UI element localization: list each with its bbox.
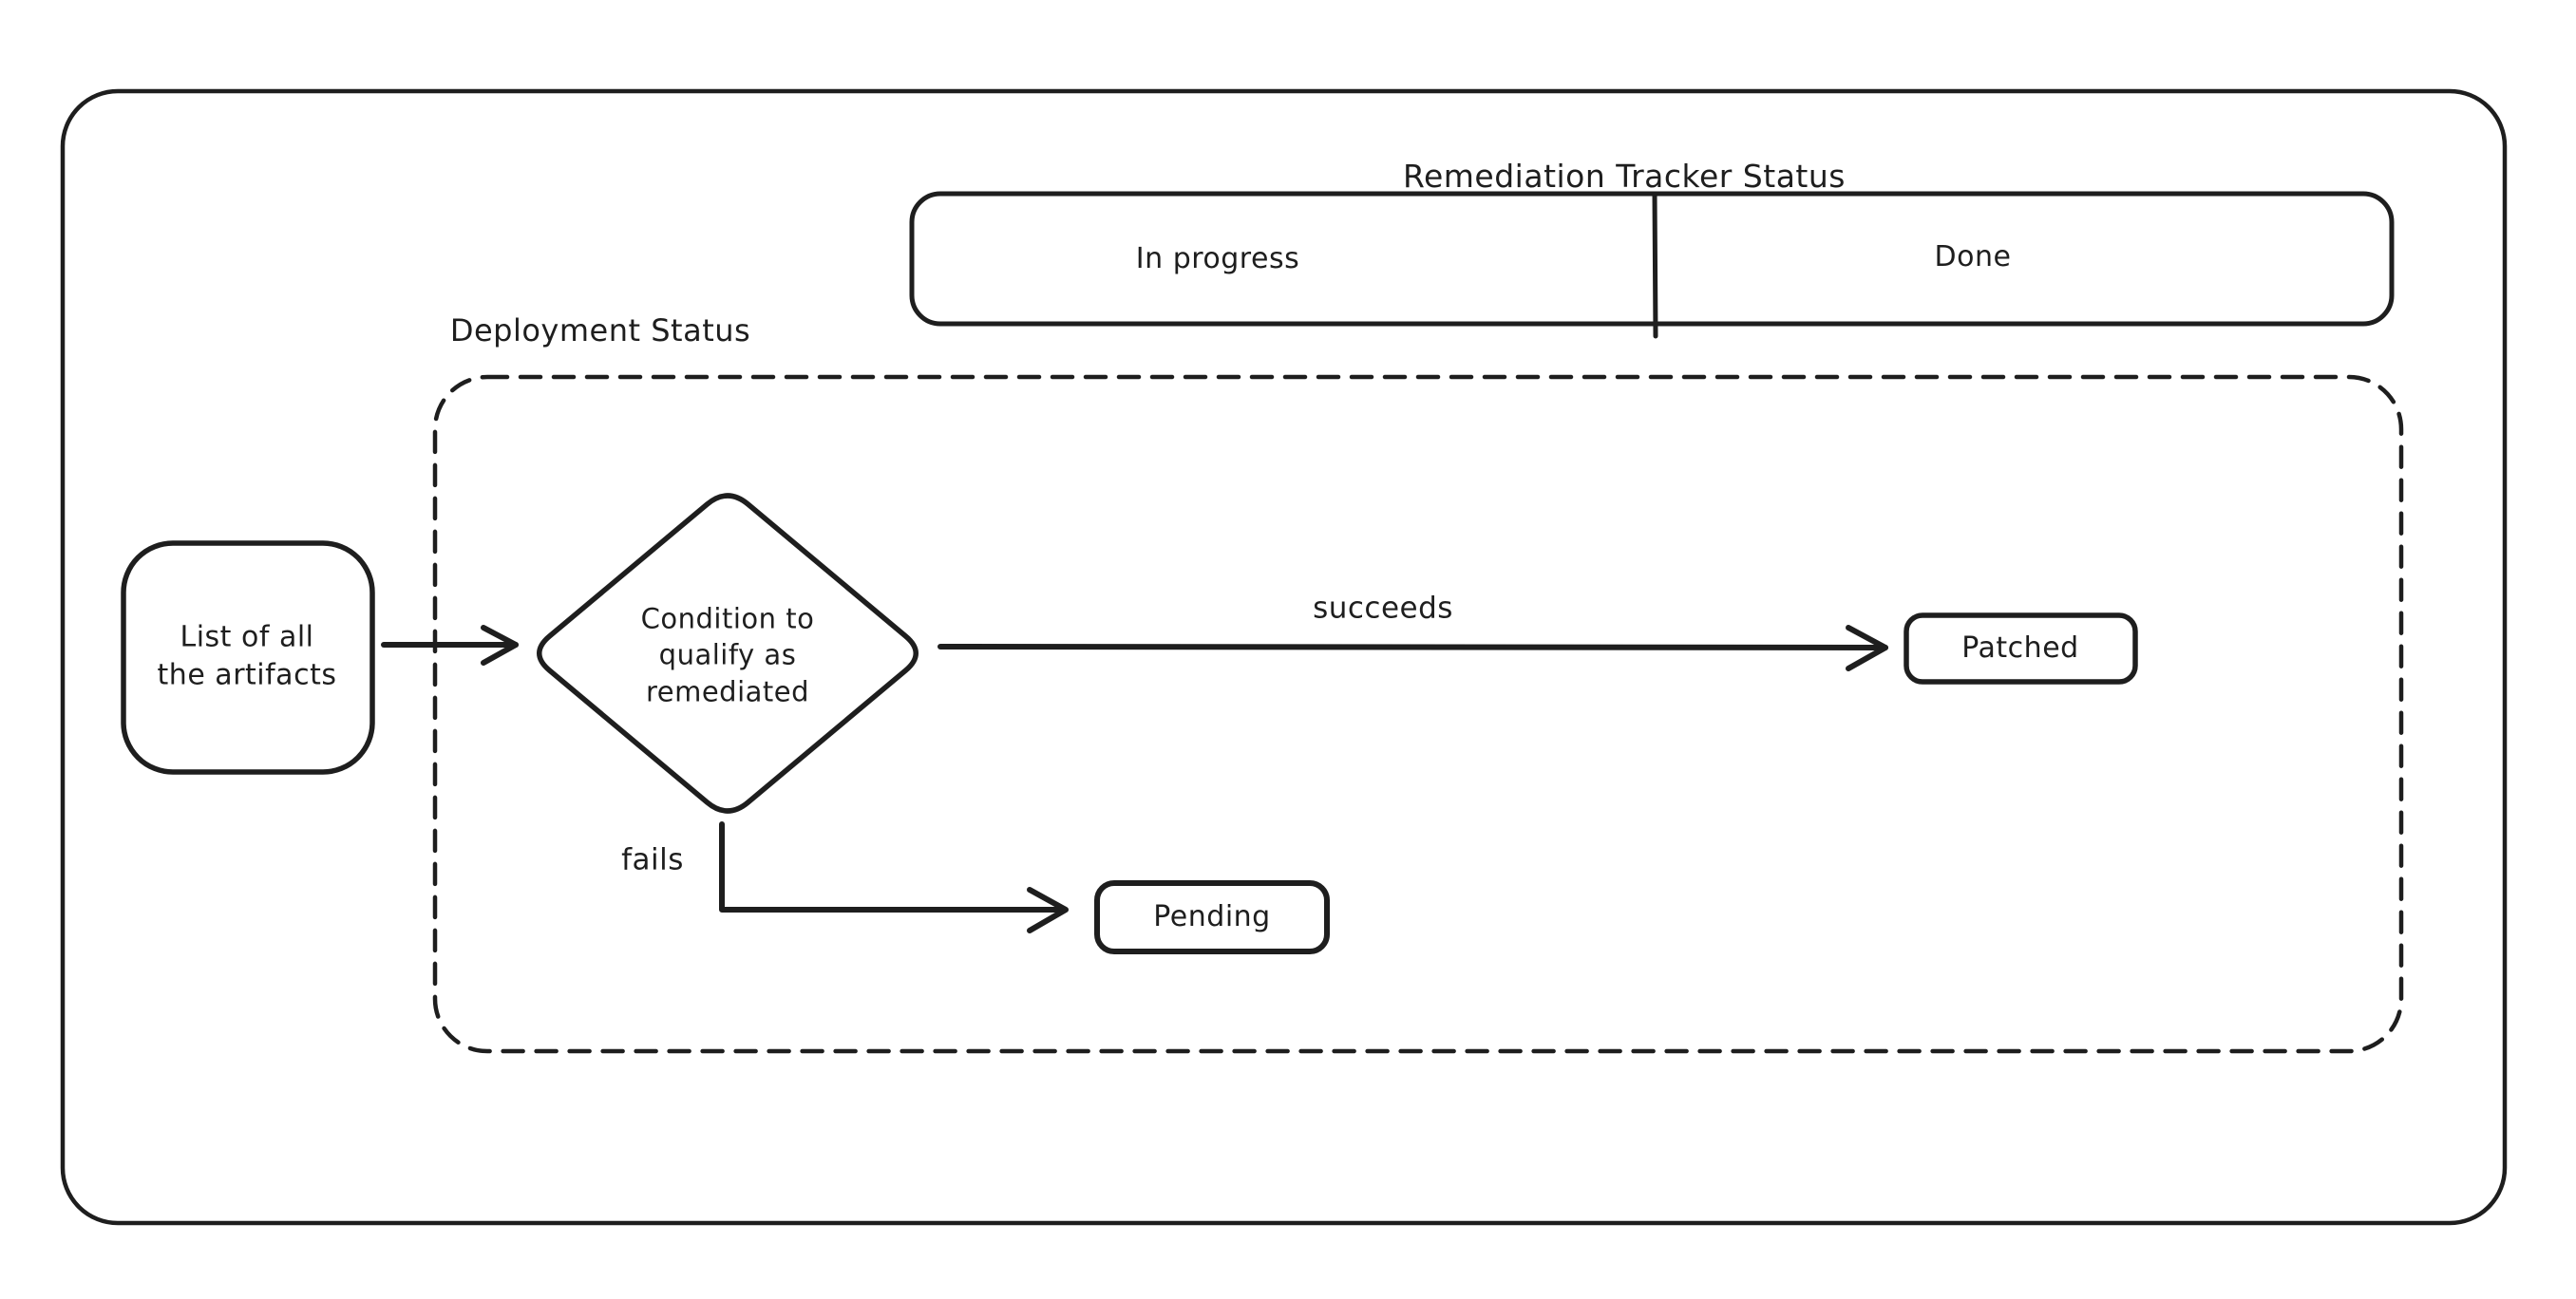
arrow-condition-to-patched: [938, 625, 1888, 671]
pending-box: [1094, 880, 1330, 954]
condition-node-label: Condition to qualify as remediated: [640, 602, 815, 708]
artifacts-node-label: List of all the artifacts: [157, 620, 337, 691]
arrow-artifacts-to-condition: [381, 625, 519, 666]
pending-node-label: Pending: [1153, 900, 1271, 934]
diagram-title: Remediation Tracker Status: [1403, 158, 1846, 196]
succeeds-edge-label: succeeds: [1313, 591, 1453, 626]
outer-frame-border: [60, 88, 2508, 1226]
arrow-condition-to-pending: [719, 821, 1069, 933]
patched-box: [1904, 612, 2138, 685]
tracker-column-done-label: Done: [1934, 240, 2012, 274]
deployment-status-label: Deployment Status: [449, 311, 751, 348]
tracker-status-box: [909, 191, 2395, 327]
condition-diamond: [537, 493, 919, 814]
deployment-status-box: [432, 374, 2404, 1054]
tracker-column-divider: [1652, 191, 1658, 339]
tracker-column-in-progress-label: In progress: [1135, 242, 1300, 276]
fails-edge-label: fails: [621, 842, 684, 877]
patched-node-label: Patched: [1961, 631, 2079, 666]
artifacts-box: [121, 540, 375, 775]
